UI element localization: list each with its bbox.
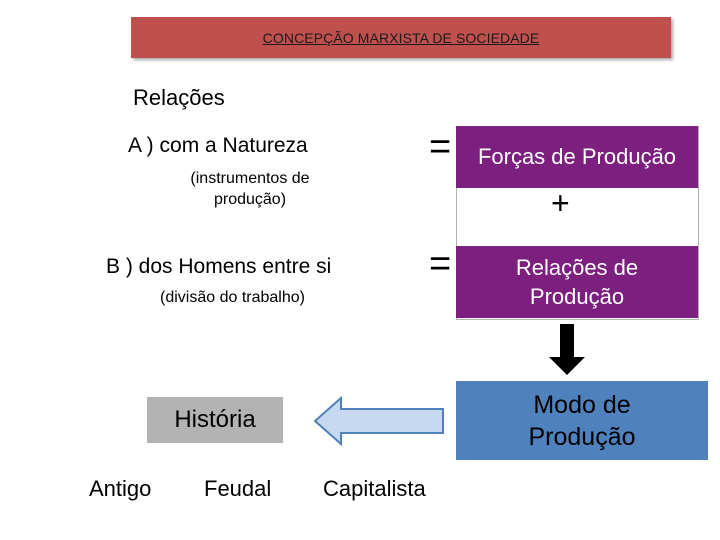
modo-producao-label: Modo de Produção — [528, 390, 636, 451]
period-capitalista: Capitalista — [323, 476, 426, 501]
item-a-sub: (instrumentos de produção) — [190, 170, 310, 208]
period-feudal: Feudal — [204, 476, 272, 501]
title-banner: CONCEPÇÃO MARXISTA DE SOCIEDADE — [131, 17, 671, 58]
equals-sign-a: = — [429, 126, 452, 168]
historia-label: História — [174, 406, 256, 433]
item-b-sub: (divisão do trabalho) — [160, 289, 305, 306]
equals-sign-b: = — [429, 243, 452, 285]
item-b-label: B ) dos Homens entre si — [106, 255, 332, 278]
modo-producao-box: Modo de Produção — [456, 381, 708, 460]
down-arrow-icon — [549, 324, 585, 375]
left-arrow-icon — [314, 396, 444, 446]
page-title: CONCEPÇÃO MARXISTA DE SOCIEDADE — [262, 29, 540, 46]
relacoes-producao-box: Relações de Produção — [456, 246, 698, 318]
relacoes-producao-label: Relações de Produção — [515, 255, 639, 309]
item-a-label: A ) com a Natureza — [128, 134, 308, 157]
forcas-producao-box: Forças de Produção — [456, 126, 698, 188]
period-antigo: Antigo — [89, 476, 152, 501]
relacoes-heading: Relações — [133, 85, 225, 110]
historia-box: História — [147, 397, 283, 443]
forcas-producao-label: Forças de Produção — [477, 144, 677, 169]
plus-sign: + — [551, 185, 570, 221]
